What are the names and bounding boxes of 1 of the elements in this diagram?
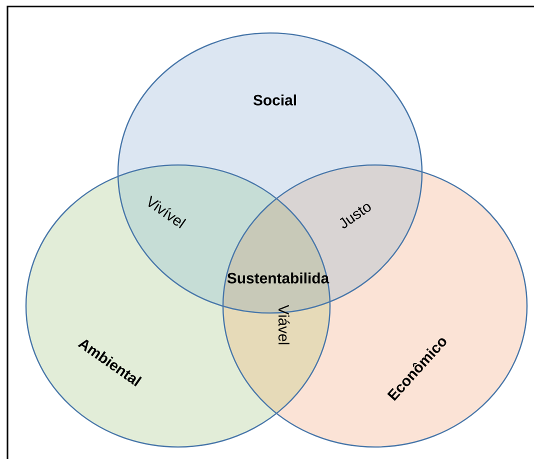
- overlap-label: Justo: [340, 204, 371, 228]
